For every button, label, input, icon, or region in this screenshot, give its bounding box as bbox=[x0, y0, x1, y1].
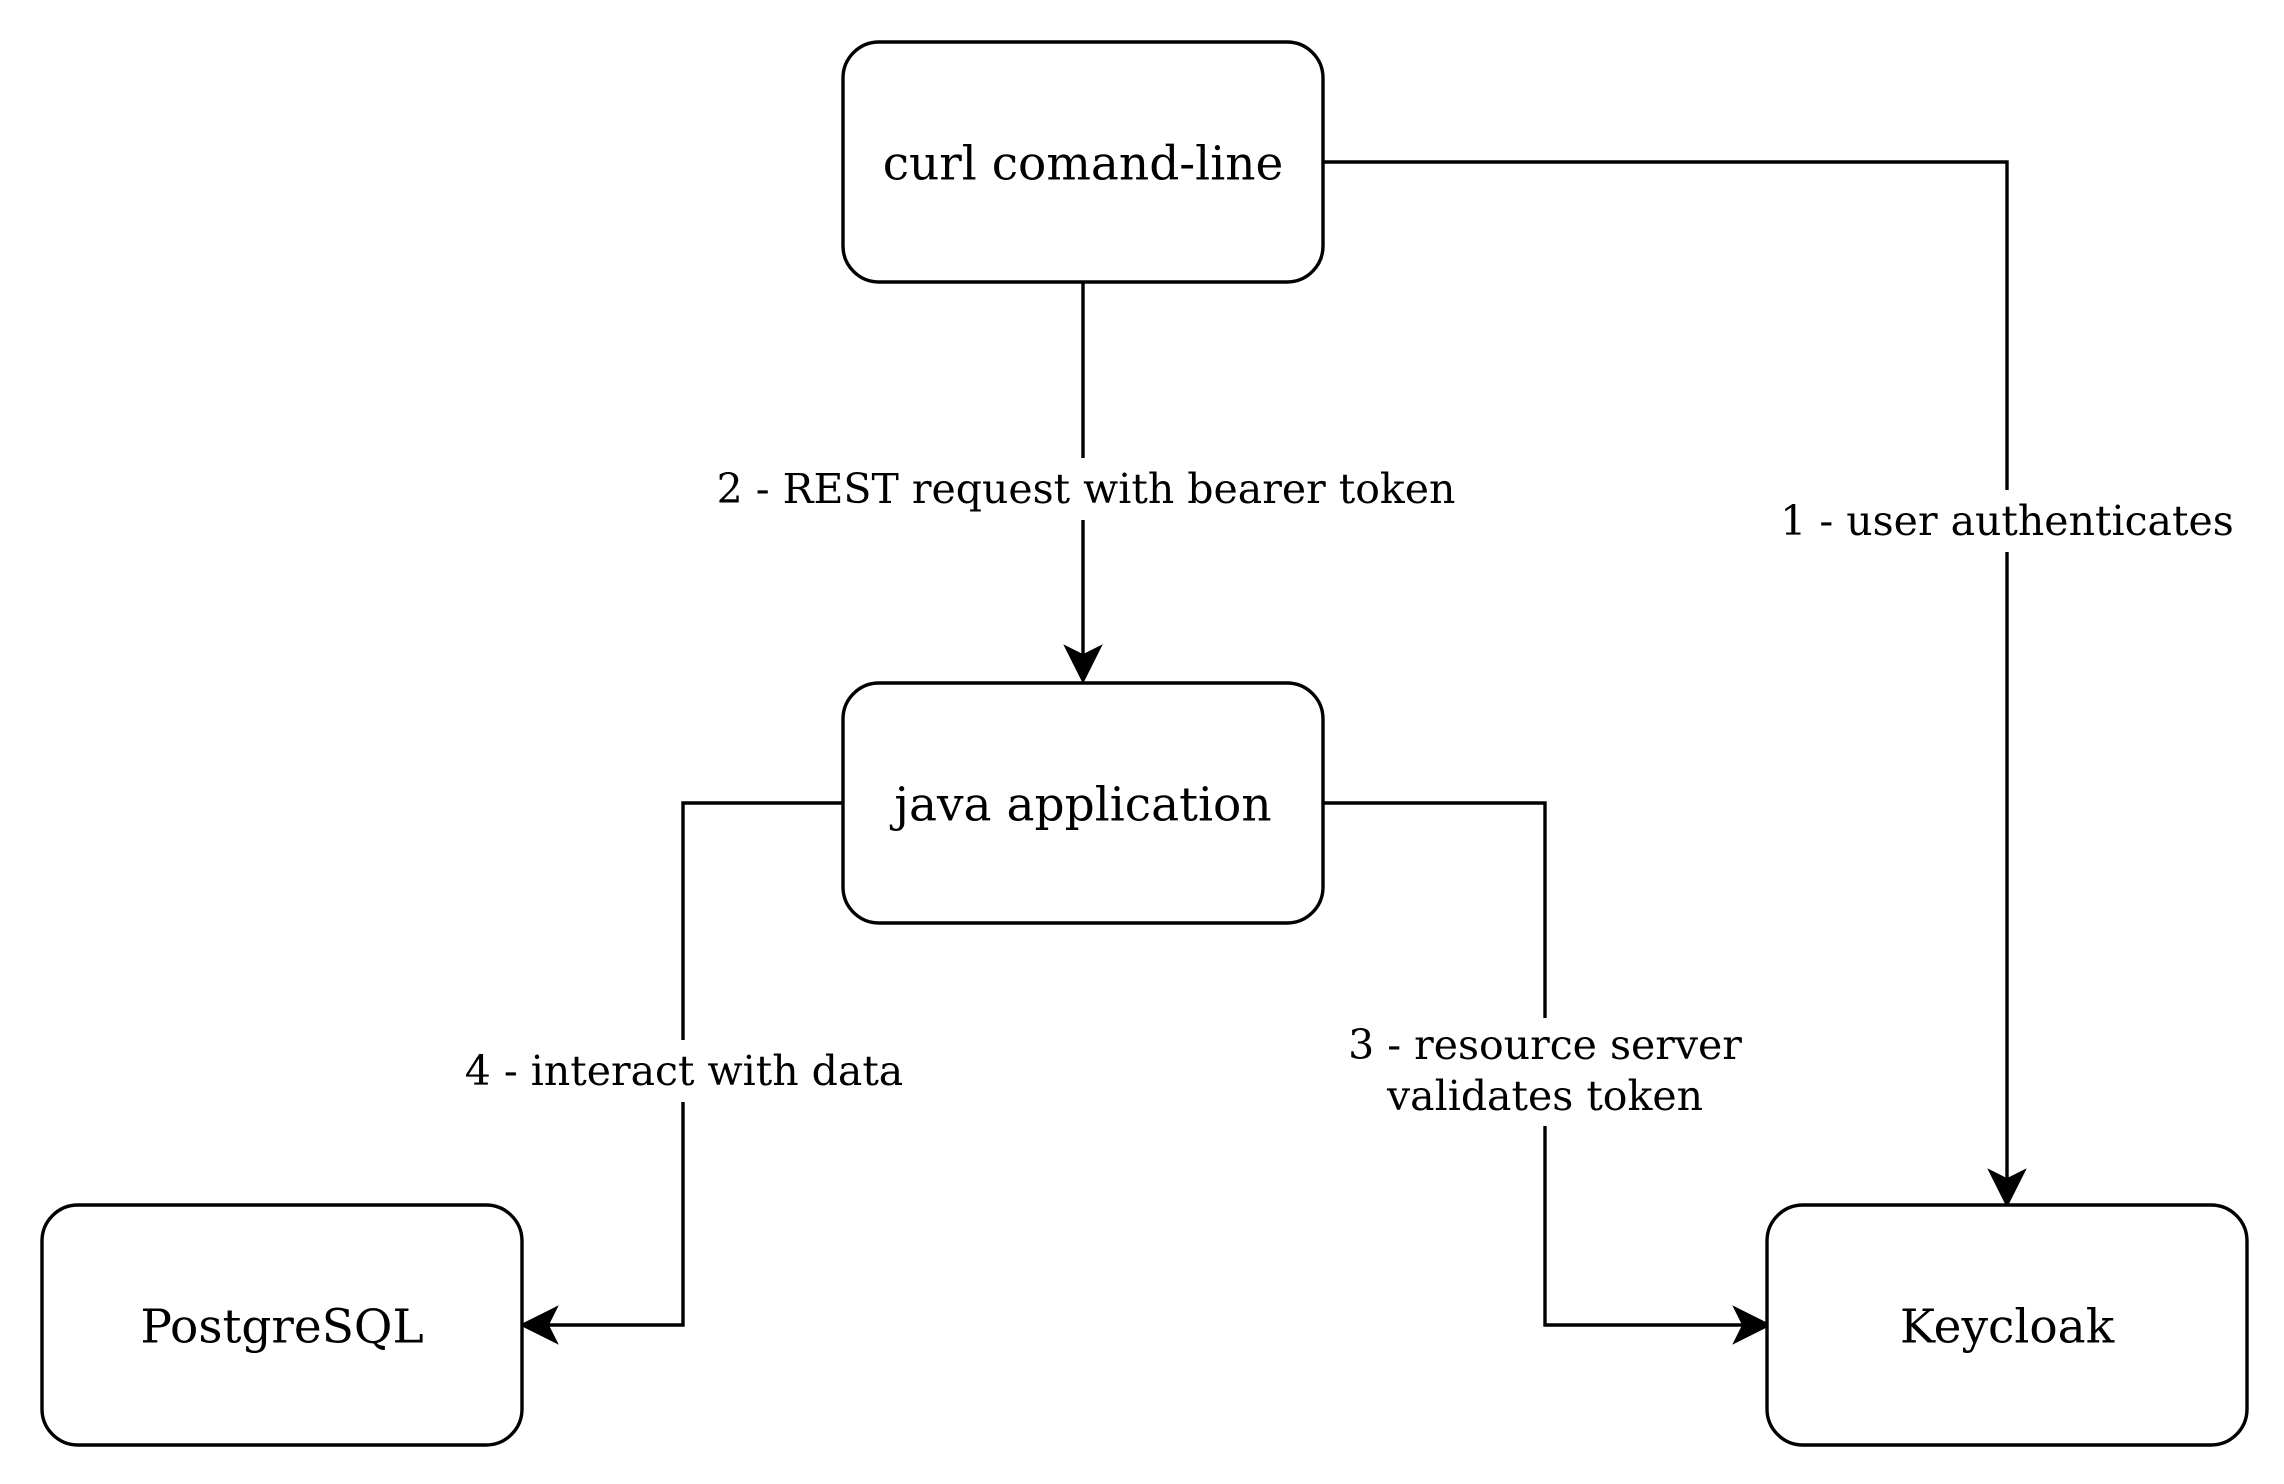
edge-user-auth-label-group: 1 - user authenticates bbox=[1780, 490, 2234, 552]
edge-validate-token-label-line2: validates token bbox=[1386, 1072, 1703, 1120]
edge-interact-data-arrowhead bbox=[519, 1305, 559, 1345]
node-curl-box bbox=[841, 40, 1325, 284]
edge-user-auth-label: 1 - user authenticates bbox=[1780, 497, 2234, 545]
node-java-label: java application bbox=[889, 778, 1271, 833]
node-keycloak: Keycloak bbox=[1765, 1203, 2249, 1447]
node-curl-label: curl comand-line bbox=[883, 137, 1284, 192]
node-keycloak-label: Keycloak bbox=[1900, 1300, 2115, 1355]
edge-rest-request-label: 2 - REST request with bearer token bbox=[717, 465, 1456, 513]
edge-interact-data-label-bg bbox=[462, 1040, 904, 1102]
node-curl: curl comand-line bbox=[841, 40, 1325, 284]
edge-user-auth-line bbox=[1323, 160, 2009, 1188]
edge-validate-token-label-line1: 3 - resource server bbox=[1348, 1021, 1742, 1069]
edge-validate-token-arrowhead bbox=[1732, 1305, 1772, 1345]
node-java: java application bbox=[841, 681, 1325, 925]
edge-rest-request-arrowhead bbox=[1063, 644, 1103, 684]
edge-user-auth-arrowhead bbox=[1987, 1168, 2027, 1208]
edge-rest-request-label-group: 2 - REST request with bearer token bbox=[717, 458, 1456, 520]
edge-interact-data-label: 4 - interact with data bbox=[465, 1047, 904, 1095]
edge-validate-token-label-bg bbox=[1348, 1018, 1742, 1126]
node-java-box bbox=[841, 681, 1325, 925]
node-postgres-label: PostgreSQL bbox=[140, 1300, 423, 1355]
edge-user-auth-label-bg bbox=[1782, 490, 2232, 552]
edge-validate-token-label-group: 3 - resource server validates token bbox=[1348, 1018, 1742, 1126]
edge-interact-data-label-group: 4 - interact with data bbox=[462, 1040, 904, 1102]
edge-rest-request-label-bg bbox=[720, 458, 1446, 520]
node-postgres-box bbox=[40, 1203, 524, 1447]
node-keycloak-box bbox=[1765, 1203, 2249, 1447]
node-postgres: PostgreSQL bbox=[40, 1203, 524, 1447]
